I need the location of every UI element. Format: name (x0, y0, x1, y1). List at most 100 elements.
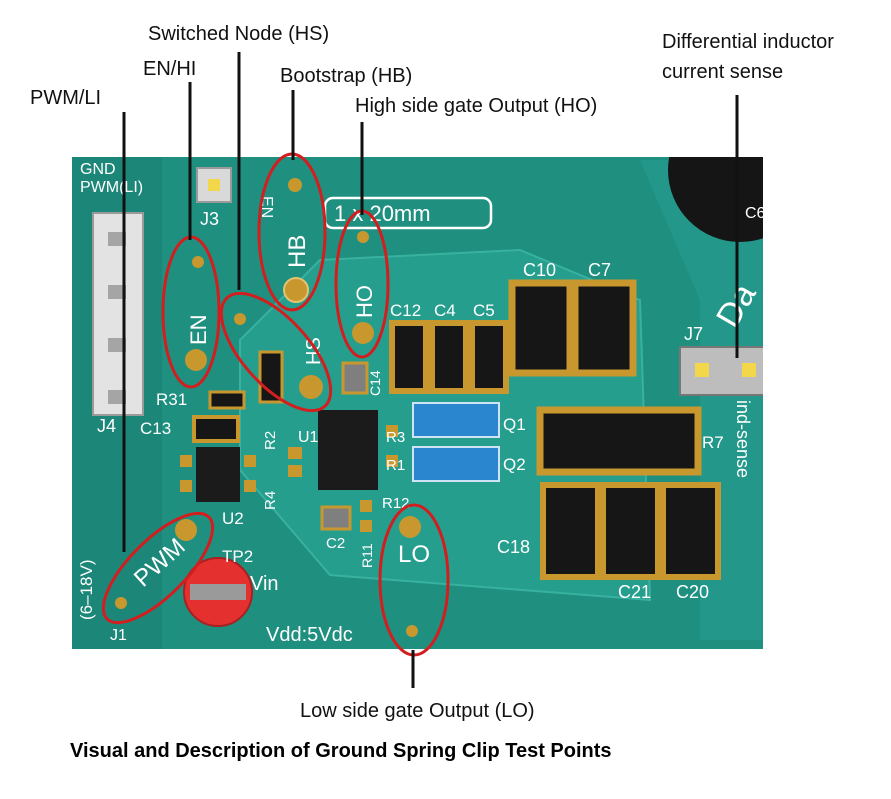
figure-caption: Visual and Description of Ground Spring … (70, 740, 612, 762)
pwm-pad-top (175, 519, 197, 541)
pad (244, 480, 256, 492)
silk-j4: J4 (97, 416, 116, 436)
pin (208, 179, 220, 191)
label-en-hi: EN/HI (143, 58, 197, 80)
silk-c12: C12 (390, 301, 421, 320)
ic-u2 (196, 447, 240, 502)
capacitor-c6 (668, 157, 763, 242)
pin (108, 390, 126, 404)
capacitor-c12 (389, 320, 429, 394)
ho-pad-top (357, 231, 369, 243)
ring-hs (219, 291, 333, 413)
connector-j4 (92, 212, 144, 416)
pad (288, 447, 302, 459)
lo-pad-bottom (406, 625, 418, 637)
silk-q2: Q2 (503, 455, 526, 474)
silk-pwm-li: PWM(LI) (80, 179, 143, 196)
capacitor-c14 (341, 361, 369, 395)
pin (108, 232, 126, 246)
capacitor-c2 (320, 505, 352, 531)
copper-region-right (640, 160, 763, 640)
pad (386, 455, 398, 467)
silk-c2: C2 (326, 535, 345, 552)
pad (360, 500, 372, 512)
silk-j1: J1 (110, 627, 127, 644)
label-bootstrap: Bootstrap (HB) (280, 65, 413, 87)
silk-vdd: Vdd:5Vdc (266, 624, 353, 646)
pad (288, 465, 302, 477)
silk-range: (6–18V) (77, 560, 96, 620)
hb-pad-top (288, 178, 302, 192)
capacitor-c5 (469, 320, 509, 394)
pin (695, 363, 709, 377)
ring-pwm (101, 511, 215, 625)
pwm-pad-bottom (115, 597, 127, 609)
silk-j3: J3 (200, 209, 219, 229)
capacitor-c7 (571, 279, 637, 377)
silk-r2: R2 (262, 431, 279, 450)
silk-c10: C10 (523, 260, 556, 280)
en-pad-top (192, 256, 204, 268)
silk-q1: Q1 (503, 415, 526, 434)
silk-size-box: 1 x 20mm (334, 201, 431, 226)
capacitor-c20 (660, 482, 721, 580)
label-diff-inductor-1: Differential inductor (662, 31, 834, 53)
connector-j3 (196, 167, 232, 203)
ho-pad (352, 322, 374, 344)
transistor-q2 (412, 446, 500, 482)
capacitor-c10 (508, 279, 574, 377)
pad (180, 480, 192, 492)
silk-r7: R7 (702, 433, 724, 452)
silk-r4: R4 (262, 491, 279, 510)
label-switched-node: Switched Node (HS) (148, 23, 330, 45)
en-pad (185, 349, 207, 371)
silk-c20: C20 (676, 582, 709, 602)
pin (108, 285, 126, 299)
silk-bottom: PHVS (in Mark) (478, 649, 589, 666)
silk-c6: C6 (745, 205, 766, 222)
silk-c18: C18 (497, 537, 530, 557)
silk-r1: R1 (386, 457, 405, 474)
label-pwm-li: PWM/LI (30, 87, 102, 109)
capacitor-c4 (429, 320, 469, 394)
pad (244, 455, 256, 467)
pin (108, 338, 126, 352)
silk-j7: J7 (684, 324, 703, 344)
label-diff-inductor-2: current sense (662, 61, 784, 83)
capacitor-c21 (600, 482, 661, 580)
silk-lo: LO (398, 541, 430, 568)
silk-c14: C14 (367, 370, 383, 396)
label-low-side-output: Low side gate Output (LO) (300, 700, 535, 722)
label-high-side-output: High side gate Output (HO) (355, 95, 598, 117)
silk-u1: U1 (298, 429, 319, 446)
resistor-r7 (536, 406, 702, 476)
connector-j7 (679, 346, 763, 396)
silk-u2: U2 (222, 509, 244, 528)
pad (360, 520, 372, 532)
silk-hb: HB (284, 235, 311, 268)
hs-pad-top (234, 313, 246, 325)
silk-r11: R11 (359, 543, 375, 568)
pin (742, 363, 756, 377)
silk-r12: R12 (382, 495, 410, 512)
pad (386, 425, 398, 437)
silk-c4: C4 (434, 301, 456, 320)
vin-slot (190, 584, 246, 600)
silk-gnd: GND (80, 161, 116, 178)
silk-c13: C13 (140, 419, 171, 438)
silk-vin: Vin (250, 573, 279, 595)
resistor-r31 (208, 390, 246, 410)
silk-ho: HO (352, 285, 377, 318)
resistor-r2 (258, 350, 284, 404)
silk-ind-sense: ind-sense (733, 400, 753, 478)
ic-u1 (318, 410, 378, 490)
transistor-q1 (412, 402, 500, 438)
hs-pad (299, 375, 323, 399)
silk-en: EN (186, 314, 211, 345)
pad (180, 455, 192, 467)
hb-pad (283, 277, 309, 303)
silk-tp2: TP2 (222, 547, 253, 566)
silk-c5: C5 (473, 301, 495, 320)
